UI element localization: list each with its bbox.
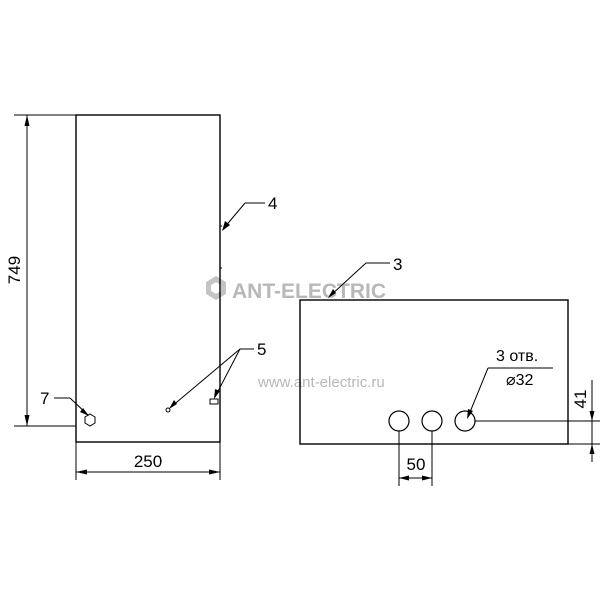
dimension-hole-offset-label: 41 <box>571 390 590 409</box>
callout-7-leader <box>54 397 89 416</box>
cable-entry-hole-2 <box>421 410 443 432</box>
lock-latch <box>209 398 219 405</box>
cable-entry-hole-1 <box>388 410 410 432</box>
watermark-url: www.ant-electric.ru <box>257 374 385 391</box>
holes-diameter-note: ⌀32 <box>506 372 534 389</box>
front-view-body <box>75 114 221 443</box>
callout-5: 5 <box>257 340 266 359</box>
cable-entry-hole-3 <box>454 410 476 432</box>
lock-cylinder <box>165 407 171 413</box>
watermark: ANT-ELECTRIC www.ant-electric.ru <box>206 276 386 391</box>
callout-4: 4 <box>268 194 277 213</box>
holes-count-note: 3 отв. <box>496 348 538 365</box>
dimension-hole-spacing <box>398 431 433 486</box>
dimension-width-label: 250 <box>134 452 162 471</box>
watermark-brand: ANT-ELECTRIC <box>232 280 386 303</box>
dimension-hole-spacing-label: 50 <box>407 455 426 474</box>
dimension-height-label: 749 <box>5 256 24 284</box>
dimension-width <box>75 442 221 480</box>
callout-3-leader <box>328 262 390 298</box>
dimension-height <box>14 114 76 427</box>
dimension-hole-offset <box>475 380 600 462</box>
callout-4-leader <box>222 202 265 231</box>
ground-terminal-icon <box>84 413 96 427</box>
callout-5-leader <box>169 348 254 409</box>
callout-7: 7 <box>40 389 49 408</box>
bottom-view-body <box>299 299 569 445</box>
holes-note-leader <box>467 367 553 419</box>
callout-3: 3 <box>393 255 402 274</box>
brand-logo-icon <box>206 276 226 300</box>
